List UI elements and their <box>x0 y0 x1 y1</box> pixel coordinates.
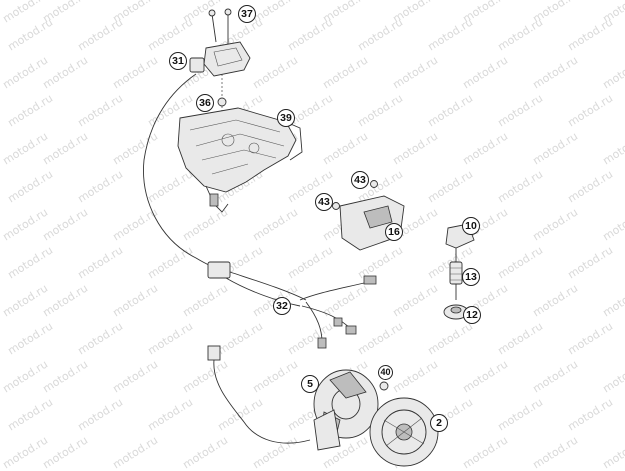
callout-36: 36 <box>196 94 214 112</box>
nut-40-drawing <box>379 381 389 391</box>
cover-plate-drawing <box>189 41 251 77</box>
callout-5: 5 <box>301 375 319 393</box>
callout-40: 40 <box>378 365 393 380</box>
callout-10: 10 <box>462 217 480 235</box>
callout-12: 12 <box>463 306 481 324</box>
callout-37: 37 <box>238 5 256 23</box>
callout-32: 32 <box>273 297 291 315</box>
screws-37-drawing <box>208 8 232 44</box>
flywheel-2-drawing <box>369 397 439 467</box>
wire-drawing <box>143 73 223 271</box>
callout-13: 13 <box>462 268 480 286</box>
callout-43-upper: 43 <box>351 171 369 189</box>
callout-2: 2 <box>430 414 448 432</box>
callout-43-left: 43 <box>315 193 333 211</box>
callout-39: 39 <box>277 109 295 127</box>
callout-16: 16 <box>385 223 403 241</box>
stator-5-drawing <box>313 369 379 451</box>
harness-32-drawing <box>207 261 377 349</box>
callout-31: 31 <box>169 52 187 70</box>
pickup-cable-drawing <box>207 345 311 444</box>
